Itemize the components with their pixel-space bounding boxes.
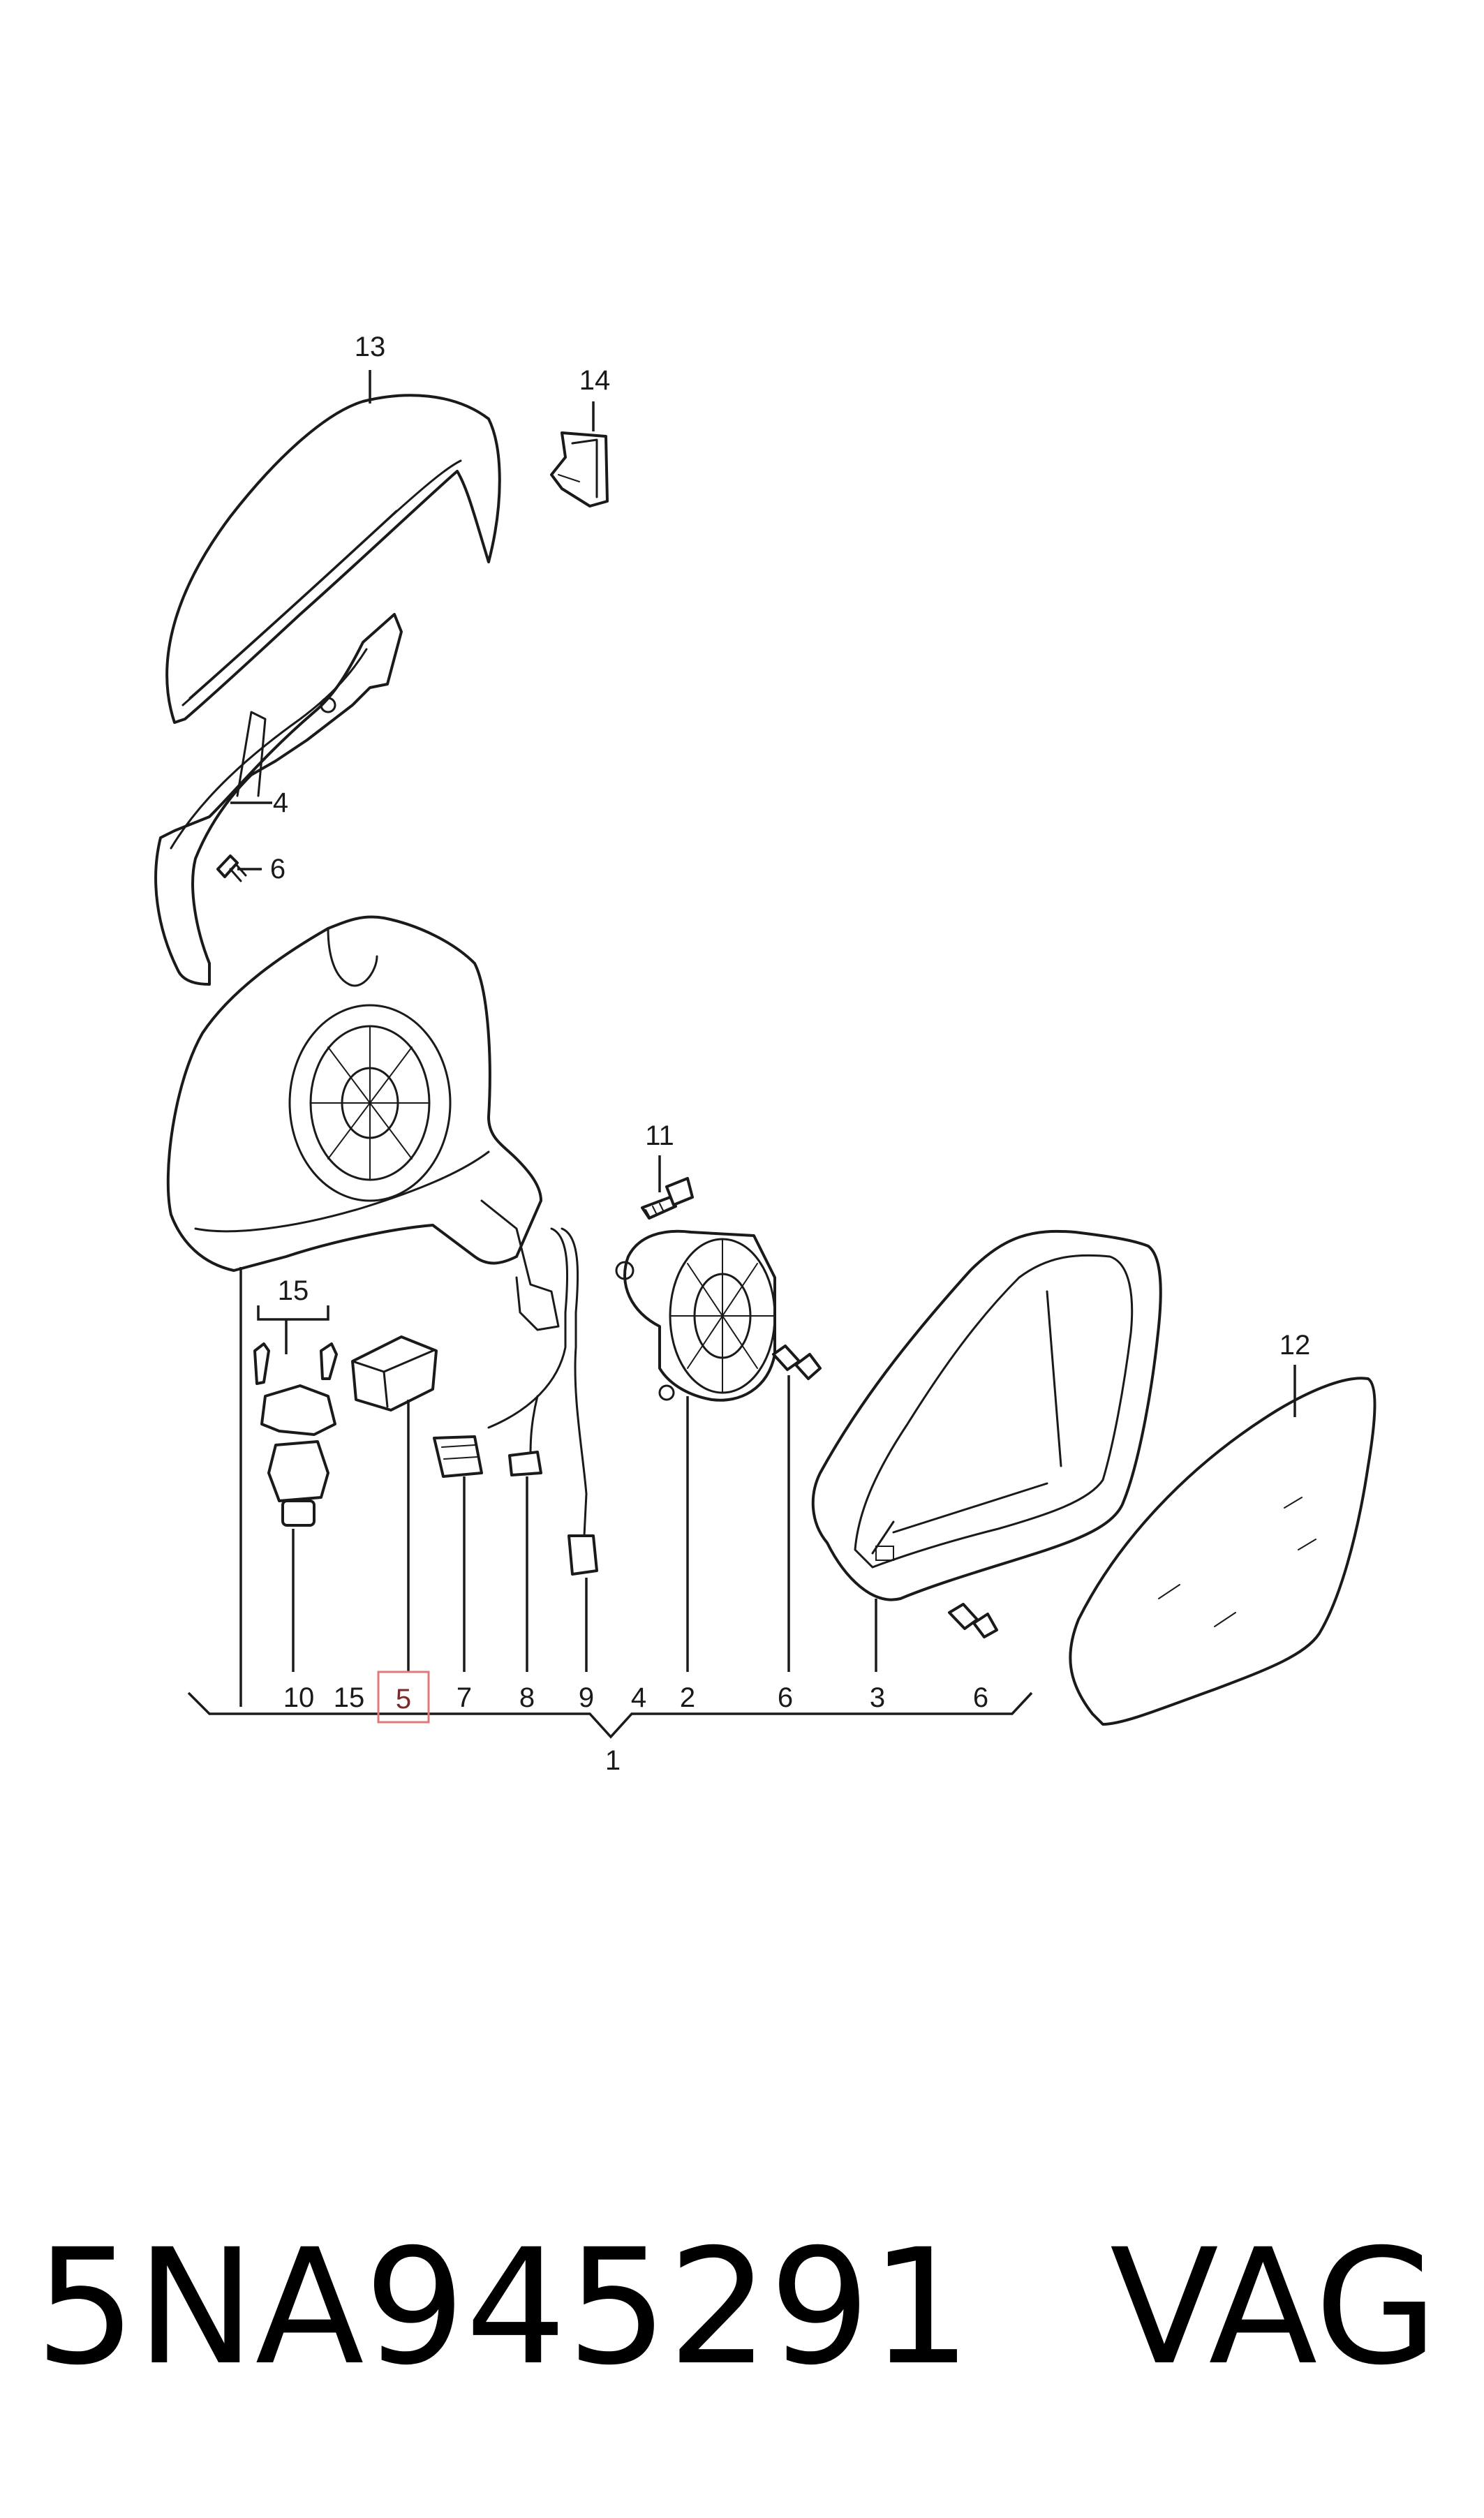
part-14-switch-module <box>550 431 609 508</box>
callout-6-top: 6 <box>270 854 285 884</box>
callout-6b: 6 <box>973 1682 988 1713</box>
callout-2: 2 <box>680 1682 695 1713</box>
callout-labels: 13 14 4 6 11 15 12 10 15 5 7 8 9 4 2 6 3… <box>270 332 1310 1776</box>
callout-7: 7 <box>457 1682 472 1713</box>
callout-12: 12 <box>1279 1330 1311 1361</box>
part-5-module <box>351 1335 438 1412</box>
callout-15: 15 <box>334 1682 365 1713</box>
part-3-mirror-frame <box>811 1229 1162 1601</box>
part-2-adjustment-motor <box>615 1229 776 1402</box>
callout-14: 14 <box>579 365 611 396</box>
callout-15-top: 15 <box>278 1275 309 1306</box>
part-4-indicator-strip <box>154 613 403 986</box>
callout-10: 10 <box>283 1682 315 1713</box>
part-6-screw-top <box>216 854 247 882</box>
part-6-screw-middle <box>772 1345 822 1380</box>
callout-9: 9 <box>579 1682 594 1713</box>
part-11-screw <box>641 1177 694 1220</box>
callout-3: 3 <box>870 1682 885 1713</box>
callout-11: 11 <box>645 1120 674 1151</box>
highlight-box <box>377 1671 430 1724</box>
callout-1-assembly: 1 <box>605 1745 621 1776</box>
callout-5-highlighted: 5 <box>396 1684 411 1715</box>
callout-4: 4 <box>631 1682 646 1713</box>
callout-8: 8 <box>519 1682 535 1713</box>
leader-lines <box>187 370 1296 1739</box>
part-number: 5NA945291 <box>35 2214 972 2400</box>
callout-4-top: 4 <box>273 787 288 818</box>
part-13-mirror-cap <box>165 394 501 724</box>
part-15-bracket-clips <box>253 1305 338 1527</box>
part-6-screw-bottom <box>948 1603 998 1638</box>
mirror-housing <box>166 915 560 1331</box>
callout-13: 13 <box>355 332 386 362</box>
callout-6a: 6 <box>778 1682 793 1713</box>
brand-name: VAG <box>1110 2214 1439 2400</box>
part-12-mirror-glass <box>1069 1377 1377 1726</box>
wiring-harness <box>433 1227 598 1576</box>
